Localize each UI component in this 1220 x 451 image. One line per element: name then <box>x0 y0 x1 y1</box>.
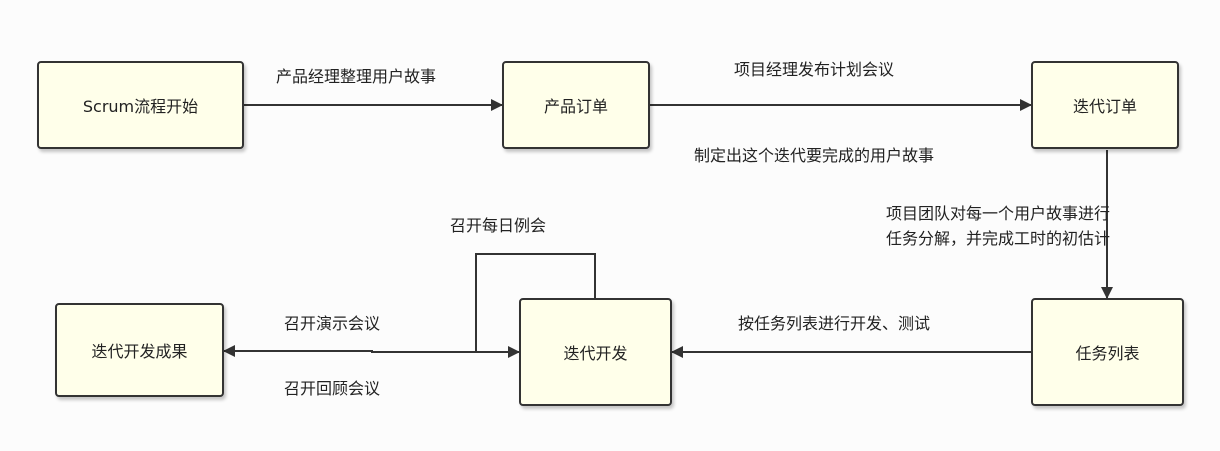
node-task-list[interactable]: 任务列表 <box>1031 298 1184 406</box>
node-sprint-backlog-label: 迭代订单 <box>1072 97 1137 116</box>
node-product-backlog-label: 产品订单 <box>543 97 608 116</box>
node-sprint-result-label: 迭代开发成果 <box>91 342 188 361</box>
node-sprint-result[interactable]: 迭代开发成果 <box>55 303 224 397</box>
label-dev-to-result-top: 召开演示会议 <box>284 314 381 333</box>
node-scrum-start-label: Scrum流程开始 <box>82 97 199 116</box>
node-sprint-dev-label: 迭代开发 <box>563 344 628 363</box>
node-sprint-dev[interactable]: 迭代开发 <box>519 298 672 406</box>
node-scrum-start[interactable]: Scrum流程开始 <box>37 61 244 149</box>
label-sprint-to-tasks-line2: 任务分解，并完成工时的初估计 <box>885 229 1110 248</box>
label-backlog-to-sprint-top: 项目经理发布计划会议 <box>734 60 895 79</box>
label-backlog-to-sprint-bottom: 制定出这个迭代要完成的用户故事 <box>694 146 935 165</box>
node-task-list-label: 任务列表 <box>1075 344 1140 363</box>
label-sprint-to-tasks-line1: 项目团队对每一个用户故事进行 <box>885 204 1110 223</box>
label-tasks-to-dev: 按任务列表进行开发、测试 <box>738 314 931 333</box>
label-daily-loop: 召开每日例会 <box>450 216 547 235</box>
label-start-to-backlog: 产品经理整理用户故事 <box>276 67 437 86</box>
node-sprint-backlog[interactable]: 迭代订单 <box>1031 61 1179 149</box>
label-sprint-to-tasks: 项目团队对每一个用户故事进行 任务分解，并完成工时的初估计 <box>886 201 1110 251</box>
edge-dev-to-result <box>223 345 476 357</box>
label-dev-to-result-bottom: 召开回顾会议 <box>284 379 381 398</box>
edge-daily-loop <box>475 253 596 358</box>
node-product-backlog[interactable]: 产品订单 <box>502 61 650 149</box>
